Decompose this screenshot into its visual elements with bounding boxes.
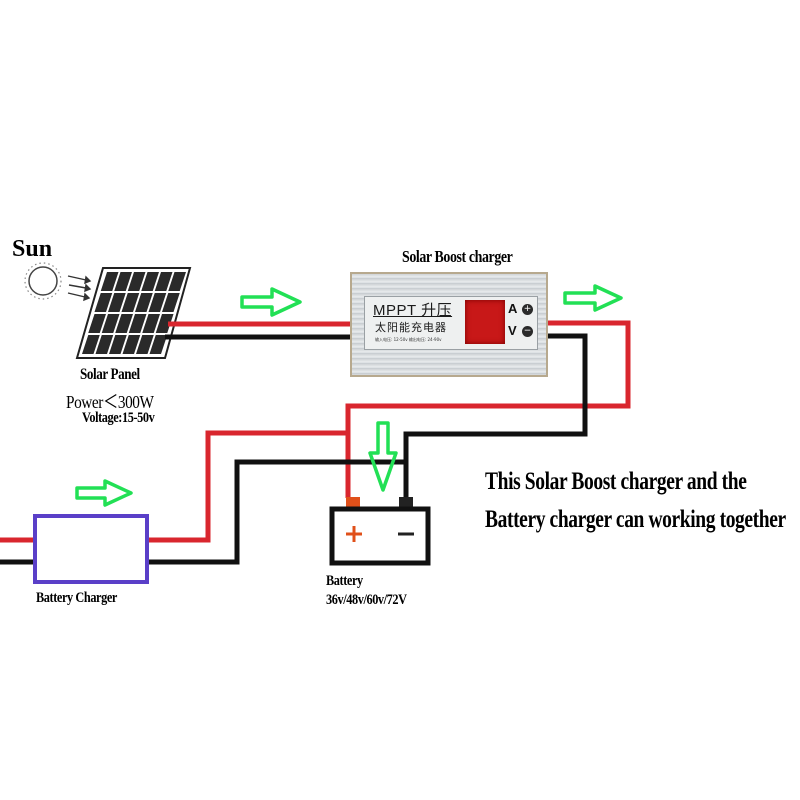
panel-cell	[149, 335, 168, 354]
battery-label: Battery	[326, 573, 363, 589]
sun-label: Sun	[12, 236, 53, 262]
panel-cell	[155, 314, 174, 333]
solar-panel-voltage: Voltage:15-50v	[82, 410, 155, 426]
panel-cell	[127, 272, 146, 291]
solar-panel-label: Solar Panel	[80, 366, 140, 383]
solar-boost-charger: MPPT 升压 太阳能充电器 输入电压: 12-50v 输出电压: 24-90v…	[350, 272, 548, 377]
plus-button[interactable]: +	[522, 304, 533, 315]
panel-cell	[100, 272, 119, 291]
charger-brand: MPPT 升压	[373, 302, 453, 319]
panel-cell	[114, 272, 132, 291]
boost-negative-wire	[403, 333, 588, 498]
panel-cell	[109, 335, 127, 354]
solar-panel-power: Power＜300W	[66, 392, 154, 412]
solar-panel-icon	[75, 267, 192, 359]
panel-cell	[148, 293, 167, 312]
charger-spec: 输入电压: 12-50v 输出电压: 24-90v	[375, 337, 442, 342]
panel-cell	[108, 293, 126, 312]
boost-positive-wire	[345, 320, 631, 498]
panel-cell	[162, 293, 180, 312]
panel-cell	[115, 314, 133, 333]
panel-cell	[168, 272, 186, 291]
battery-icon	[329, 497, 431, 566]
charger-negative-wire	[149, 459, 406, 565]
panel-cell	[95, 335, 114, 354]
panel-cell	[135, 293, 153, 312]
panel-cell	[121, 293, 140, 312]
charger-subtitle: 太阳能充电器	[375, 321, 447, 334]
panel-cell	[141, 272, 159, 291]
note-line-1: This Solar Boost charger and the	[485, 468, 747, 495]
flow-arrow-charger	[75, 479, 133, 507]
panel-cell	[122, 335, 141, 354]
panel-cell	[142, 314, 160, 333]
battery-charger-label: Battery Charger	[36, 590, 117, 606]
flow-arrow-battery	[368, 421, 398, 492]
panel-cell	[94, 293, 113, 312]
flow-arrow-output	[563, 284, 623, 312]
flow-arrow-panel	[240, 287, 302, 317]
minus-button[interactable]: −	[522, 326, 533, 337]
sun-icon	[24, 262, 92, 302]
panel-cell	[128, 314, 147, 333]
led-display	[465, 300, 505, 344]
charger-positive-wire	[149, 430, 348, 543]
battery-voltages: 36v/48v/60v/72V	[326, 592, 407, 608]
panel-cell	[154, 272, 173, 291]
diagram-title: Solar Boost charger	[402, 247, 513, 266]
current-label: A	[508, 301, 518, 316]
charger-faceplate: MPPT 升压 太阳能充电器 输入电压: 12-50v 输出电压: 24-90v…	[364, 296, 538, 350]
panel-cell	[101, 314, 120, 333]
note-line-2: Battery charger can working together	[485, 506, 786, 533]
panel-cell	[136, 335, 154, 354]
voltage-label: V	[508, 323, 517, 338]
panel-cell	[82, 335, 100, 354]
panel-cell	[88, 314, 106, 333]
battery-charger-box	[33, 514, 149, 584]
